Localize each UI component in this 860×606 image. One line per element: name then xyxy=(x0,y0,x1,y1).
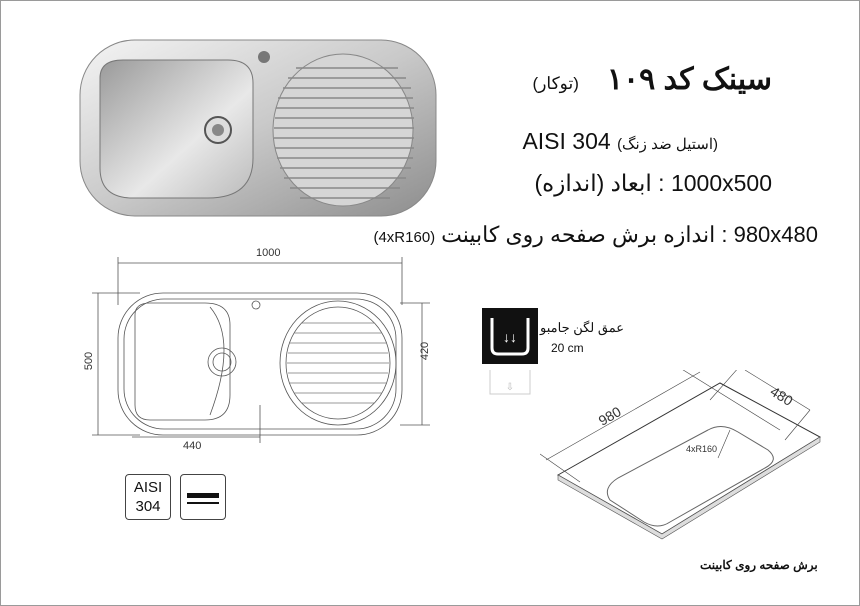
sink-photo xyxy=(79,39,437,217)
bowl-width-dimension: 440 xyxy=(183,440,202,452)
aisi-badge-line1: AISI xyxy=(133,479,163,496)
svg-text:⇩: ⇩ xyxy=(506,382,514,393)
aisi-badge-line2: 304 xyxy=(135,498,161,515)
cutout-line: 980x480 : اندازه برش صفحه روی کابینت (4xR… xyxy=(373,222,818,248)
title-text: سینک کد ۱۰۹ xyxy=(606,63,772,96)
material-code: AISI 304 xyxy=(522,128,611,154)
material-line: (استیل ضد زنگ) AISI 304 xyxy=(522,128,742,155)
material-label: (استیل ضد زنگ) xyxy=(617,136,718,153)
bowl-depth-icon: ↓↓ ⇩ xyxy=(482,308,538,395)
cutout-diagram xyxy=(540,370,822,540)
width-dimension: 1000 xyxy=(256,247,281,259)
cutout-size: 980x480 : اندازه برش صفحه روی کابینت xyxy=(441,222,818,247)
aisi-badge: AISI 304 xyxy=(125,474,171,520)
drainboard-ribs xyxy=(272,53,414,207)
thickness-icon xyxy=(180,474,226,520)
cutout-caption: برش صفحه روی کابینت xyxy=(700,558,818,572)
technical-drawing xyxy=(92,257,430,443)
cutout-radius: (4xR160) xyxy=(373,229,436,246)
dimensions-line: 1000x500 : ابعاد (اندازه) xyxy=(534,170,772,196)
depth-label: عمق لگن جامبو xyxy=(540,320,624,335)
height-dimension: 500 xyxy=(83,351,96,371)
subtitle-text: (توکار) xyxy=(532,74,579,93)
depth-value: 20 cm xyxy=(551,341,584,355)
cutout-radius-label: 4xR160 xyxy=(686,444,718,454)
inner-height-dimension: 420 xyxy=(419,341,432,361)
product-title: سینک کد ۱۰۹ (توکار) xyxy=(533,62,772,97)
svg-text:↓↓: ↓↓ xyxy=(503,329,517,345)
